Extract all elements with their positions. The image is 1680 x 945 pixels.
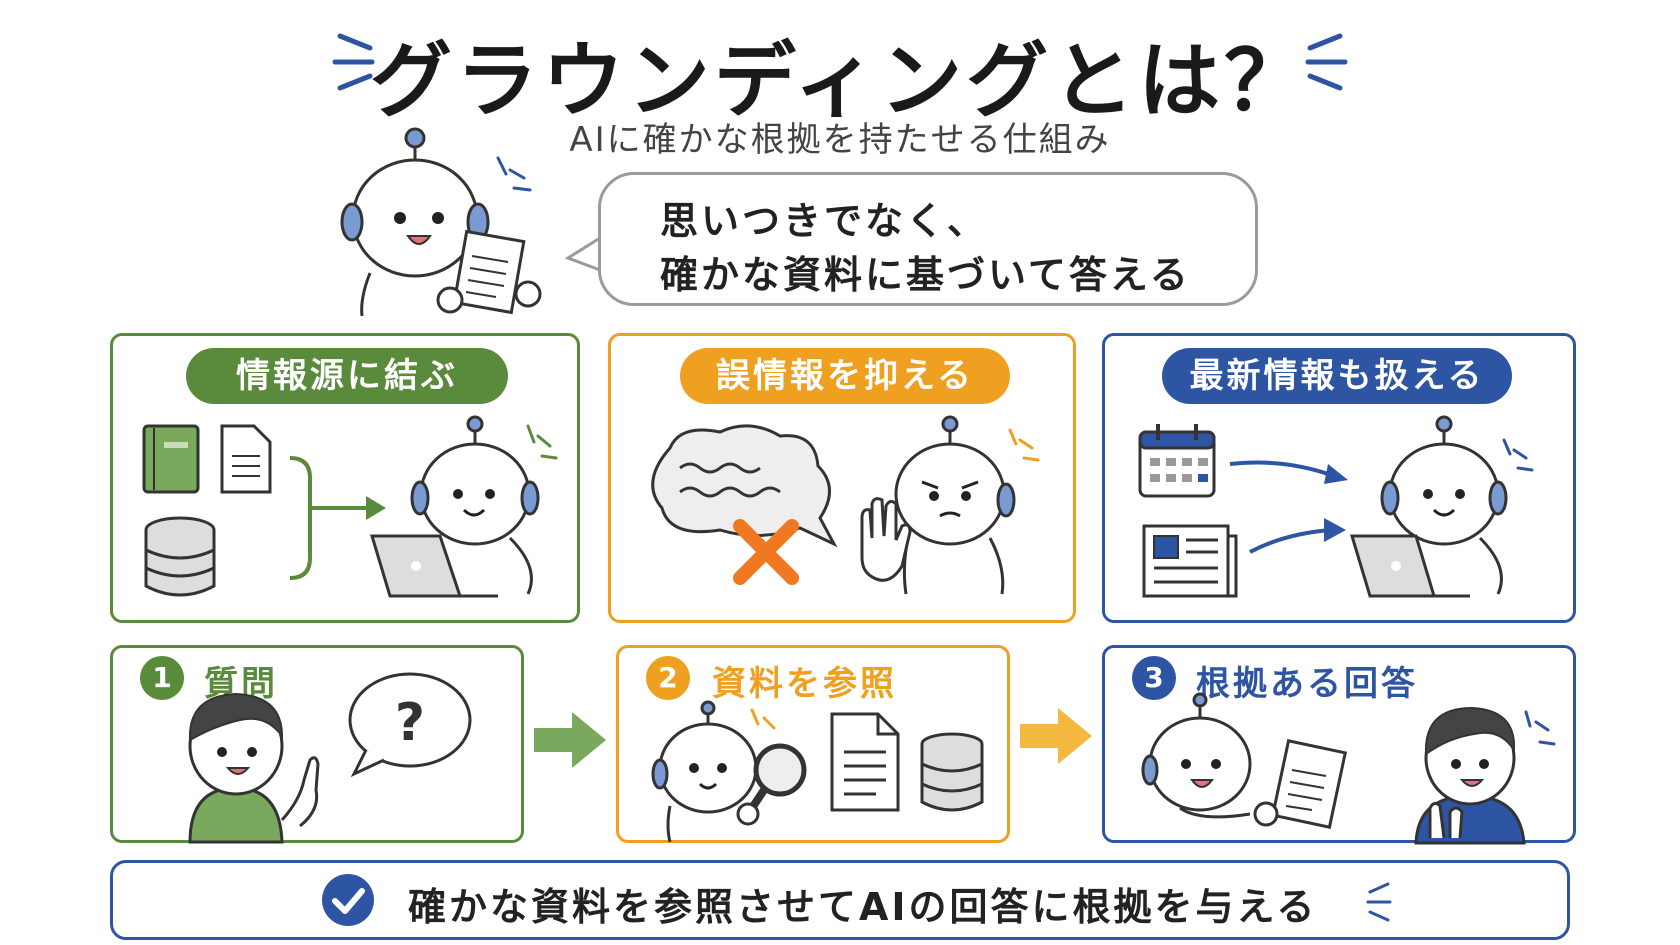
step-label-reference: 資料を参照 [712, 664, 897, 704]
document-icon [220, 424, 272, 494]
title-deco-left [330, 28, 390, 102]
arrow-right-icon [1020, 708, 1092, 764]
calendar-icon [1138, 424, 1216, 498]
arrow-right-icon [1324, 464, 1348, 484]
speech-bubble-tail [564, 236, 606, 280]
benefit-label-misinfo: 誤情報を抑える [680, 348, 1010, 404]
question-bubble-icon: ? [348, 672, 472, 778]
flow-arrow-2 [1020, 708, 1092, 768]
robot-reading-illustration [330, 118, 570, 322]
misinfo-illustration [640, 415, 1060, 612]
person-icon [188, 692, 320, 844]
question-illustration: ? [170, 670, 490, 846]
robot-document-icon [1141, 692, 1348, 829]
page-title: グラウンディングとは？ [369, 34, 1311, 129]
speech-bubble-line-2: 確かな資料に基づいて答える [660, 253, 1191, 297]
person-icon [1414, 706, 1556, 845]
latest-illustration [1134, 415, 1554, 612]
reference-illustration [648, 700, 998, 846]
arrow-right-icon [534, 712, 606, 768]
check-circle-icon [320, 872, 376, 932]
document-icon [830, 712, 900, 812]
answer-illustration [1140, 688, 1570, 847]
arrow-right-icon [1324, 518, 1346, 542]
sparkle-icon [1364, 880, 1404, 928]
step-number-3: 3 [1132, 656, 1176, 700]
newspaper-icon [1142, 524, 1238, 598]
question-mark: ? [395, 693, 425, 753]
page-subtitle: AIに確かな根拠を持たせる仕組み [569, 120, 1111, 160]
robot-icon [340, 127, 542, 317]
robot-stop-icon [860, 415, 1040, 595]
step-label-answer: 根拠ある回答 [1196, 664, 1418, 704]
flow-arrow-1 [534, 712, 606, 772]
sparkle-icon [332, 33, 375, 91]
speech-bubble-line-1: 思いつきでなく、 [660, 199, 989, 243]
step-number-2: 2 [646, 656, 690, 700]
benefit-label-latest: 最新情報も扱える [1162, 348, 1512, 404]
cross-icon [733, 519, 799, 585]
title-deco-right [1300, 28, 1360, 102]
robot-laptop-icon [369, 415, 558, 598]
arrow-right-icon [366, 496, 386, 520]
database-icon [920, 732, 984, 812]
benefit-label-sources: 情報源に結ぶ [186, 348, 508, 404]
sources-illustration [140, 415, 560, 612]
robot-laptop-icon [1349, 415, 1534, 598]
database-icon [144, 516, 216, 597]
summary-text: 確かな資料を参照させてAIの回答に根拠を与える [408, 885, 1318, 929]
robot-magnifier-icon [651, 700, 807, 843]
cloud-speech-icon [651, 424, 838, 548]
step-number-1: 1 [140, 656, 184, 700]
sparkle-icon [1305, 33, 1348, 91]
speech-bubble [598, 172, 1258, 306]
book-icon [142, 424, 200, 494]
